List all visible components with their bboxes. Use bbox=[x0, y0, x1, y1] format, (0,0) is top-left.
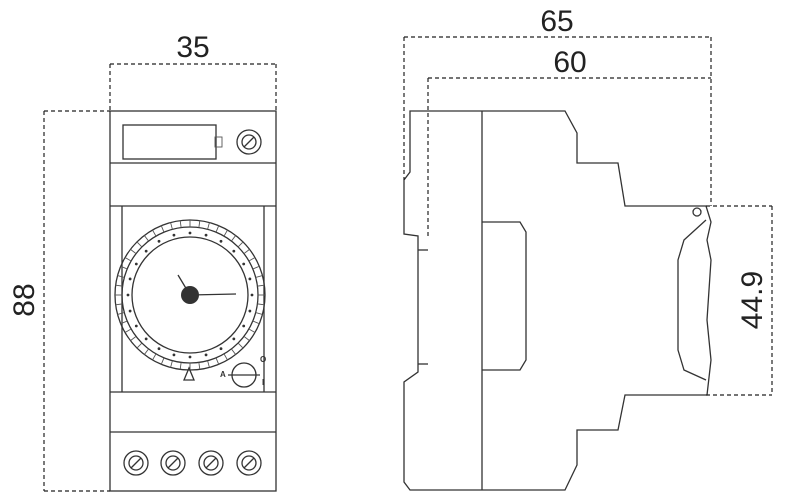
dial-segment bbox=[257, 303, 265, 306]
dial-segment bbox=[248, 257, 256, 262]
dial-segment bbox=[207, 360, 210, 368]
dial-hour-dot bbox=[128, 277, 132, 281]
dial-hour-dot bbox=[188, 231, 192, 235]
dial-segment bbox=[243, 248, 250, 254]
dial-hour-dot bbox=[188, 355, 192, 359]
dial-segment bbox=[160, 357, 165, 365]
dial-segment bbox=[117, 275, 125, 278]
dimension-depth-body-label: 60 bbox=[553, 46, 586, 79]
dial-segment bbox=[179, 362, 182, 370]
dial-segment bbox=[130, 336, 137, 342]
dial-segment bbox=[115, 284, 123, 287]
dial-hour-dot bbox=[126, 293, 130, 297]
dial-segment bbox=[243, 336, 250, 342]
dial-hour-dot bbox=[242, 324, 246, 328]
dial-segment bbox=[136, 241, 143, 248]
dial-segment bbox=[252, 320, 260, 325]
dial-segment bbox=[198, 220, 201, 228]
dial-hour-dot bbox=[157, 239, 161, 243]
dial-segment bbox=[223, 229, 228, 237]
dimension-height-label: 88 bbox=[8, 283, 41, 316]
dial-hour-dot bbox=[144, 337, 148, 341]
dial-segment bbox=[215, 357, 220, 365]
dial-segment bbox=[237, 342, 244, 349]
dial-segment bbox=[237, 241, 244, 248]
dial-hour-dot bbox=[144, 249, 148, 253]
dial-hour-dot bbox=[242, 262, 246, 266]
dial-segment bbox=[124, 328, 132, 333]
dial-segment bbox=[248, 328, 256, 333]
dimension-depth-total-label: 65 bbox=[540, 5, 573, 38]
dial-center bbox=[181, 286, 199, 304]
top-terminal-screw-icon bbox=[236, 129, 262, 155]
dial-segment bbox=[124, 257, 132, 262]
dial-hour-dot bbox=[219, 239, 223, 243]
terminal-screw-icon bbox=[198, 450, 224, 476]
dial-segment bbox=[160, 225, 165, 233]
dial-segment bbox=[120, 265, 128, 270]
dial-hour-dot bbox=[232, 337, 236, 341]
dimension-width-label: 35 bbox=[176, 31, 209, 64]
dial-hour-dot bbox=[204, 233, 208, 237]
dial-hour-dot bbox=[232, 249, 236, 253]
front-view: A I O bbox=[109, 110, 277, 492]
dial-segment bbox=[170, 360, 173, 368]
dial-hour-dot bbox=[172, 233, 176, 237]
dial-segment bbox=[115, 303, 123, 306]
dial-segment bbox=[152, 229, 157, 237]
dial-segment bbox=[143, 348, 149, 355]
dial-hour-dot bbox=[134, 324, 138, 328]
dial-segment bbox=[255, 275, 263, 278]
side-view bbox=[403, 110, 712, 491]
dial-segment bbox=[120, 320, 128, 325]
front-body-outline bbox=[109, 110, 277, 492]
label-window bbox=[122, 124, 217, 160]
dial-segment bbox=[207, 222, 210, 230]
dial-segment bbox=[179, 220, 182, 228]
dial-segment bbox=[257, 284, 265, 287]
dial-segment bbox=[130, 248, 137, 254]
dial-segment bbox=[152, 353, 157, 361]
dimension-front-height-label: 44.9 bbox=[736, 271, 769, 329]
dial-hour-dot bbox=[128, 309, 132, 313]
dial-hour-dot bbox=[134, 262, 138, 266]
dial-segment bbox=[215, 225, 220, 233]
mode-label-auto: A bbox=[220, 370, 226, 379]
terminal-screw-icon bbox=[123, 450, 149, 476]
dial-segment bbox=[252, 265, 260, 270]
dial-hour-dot bbox=[248, 309, 252, 313]
dimension-lines bbox=[43, 36, 773, 492]
dial-segment bbox=[231, 348, 237, 355]
dial-segment bbox=[198, 362, 201, 370]
dial-segment bbox=[231, 235, 237, 242]
terminal-screw-icon bbox=[236, 450, 262, 476]
dial-hour-dot bbox=[250, 293, 254, 297]
dial-hour-dot bbox=[172, 353, 176, 357]
dial-hour-dot bbox=[219, 347, 223, 351]
timer-dial bbox=[114, 219, 266, 371]
pointer-triangle-icon bbox=[183, 366, 195, 381]
dial-segment bbox=[170, 222, 173, 230]
dial-segment bbox=[117, 312, 125, 315]
bottom-terminals bbox=[123, 450, 262, 476]
dial-hour-dot bbox=[248, 277, 252, 281]
mode-label-off: O bbox=[260, 355, 266, 364]
dial-segment bbox=[223, 353, 228, 361]
dial-segment bbox=[136, 342, 143, 349]
dial-segment bbox=[143, 235, 149, 242]
side-profile-outline bbox=[403, 110, 712, 491]
dial-segments bbox=[115, 220, 265, 370]
dial-segment bbox=[255, 312, 263, 315]
dial-hour-dot bbox=[157, 347, 161, 351]
mode-label-on: I bbox=[262, 378, 264, 387]
terminal-screw-icon bbox=[160, 450, 186, 476]
dial-hour-dot bbox=[204, 353, 208, 357]
